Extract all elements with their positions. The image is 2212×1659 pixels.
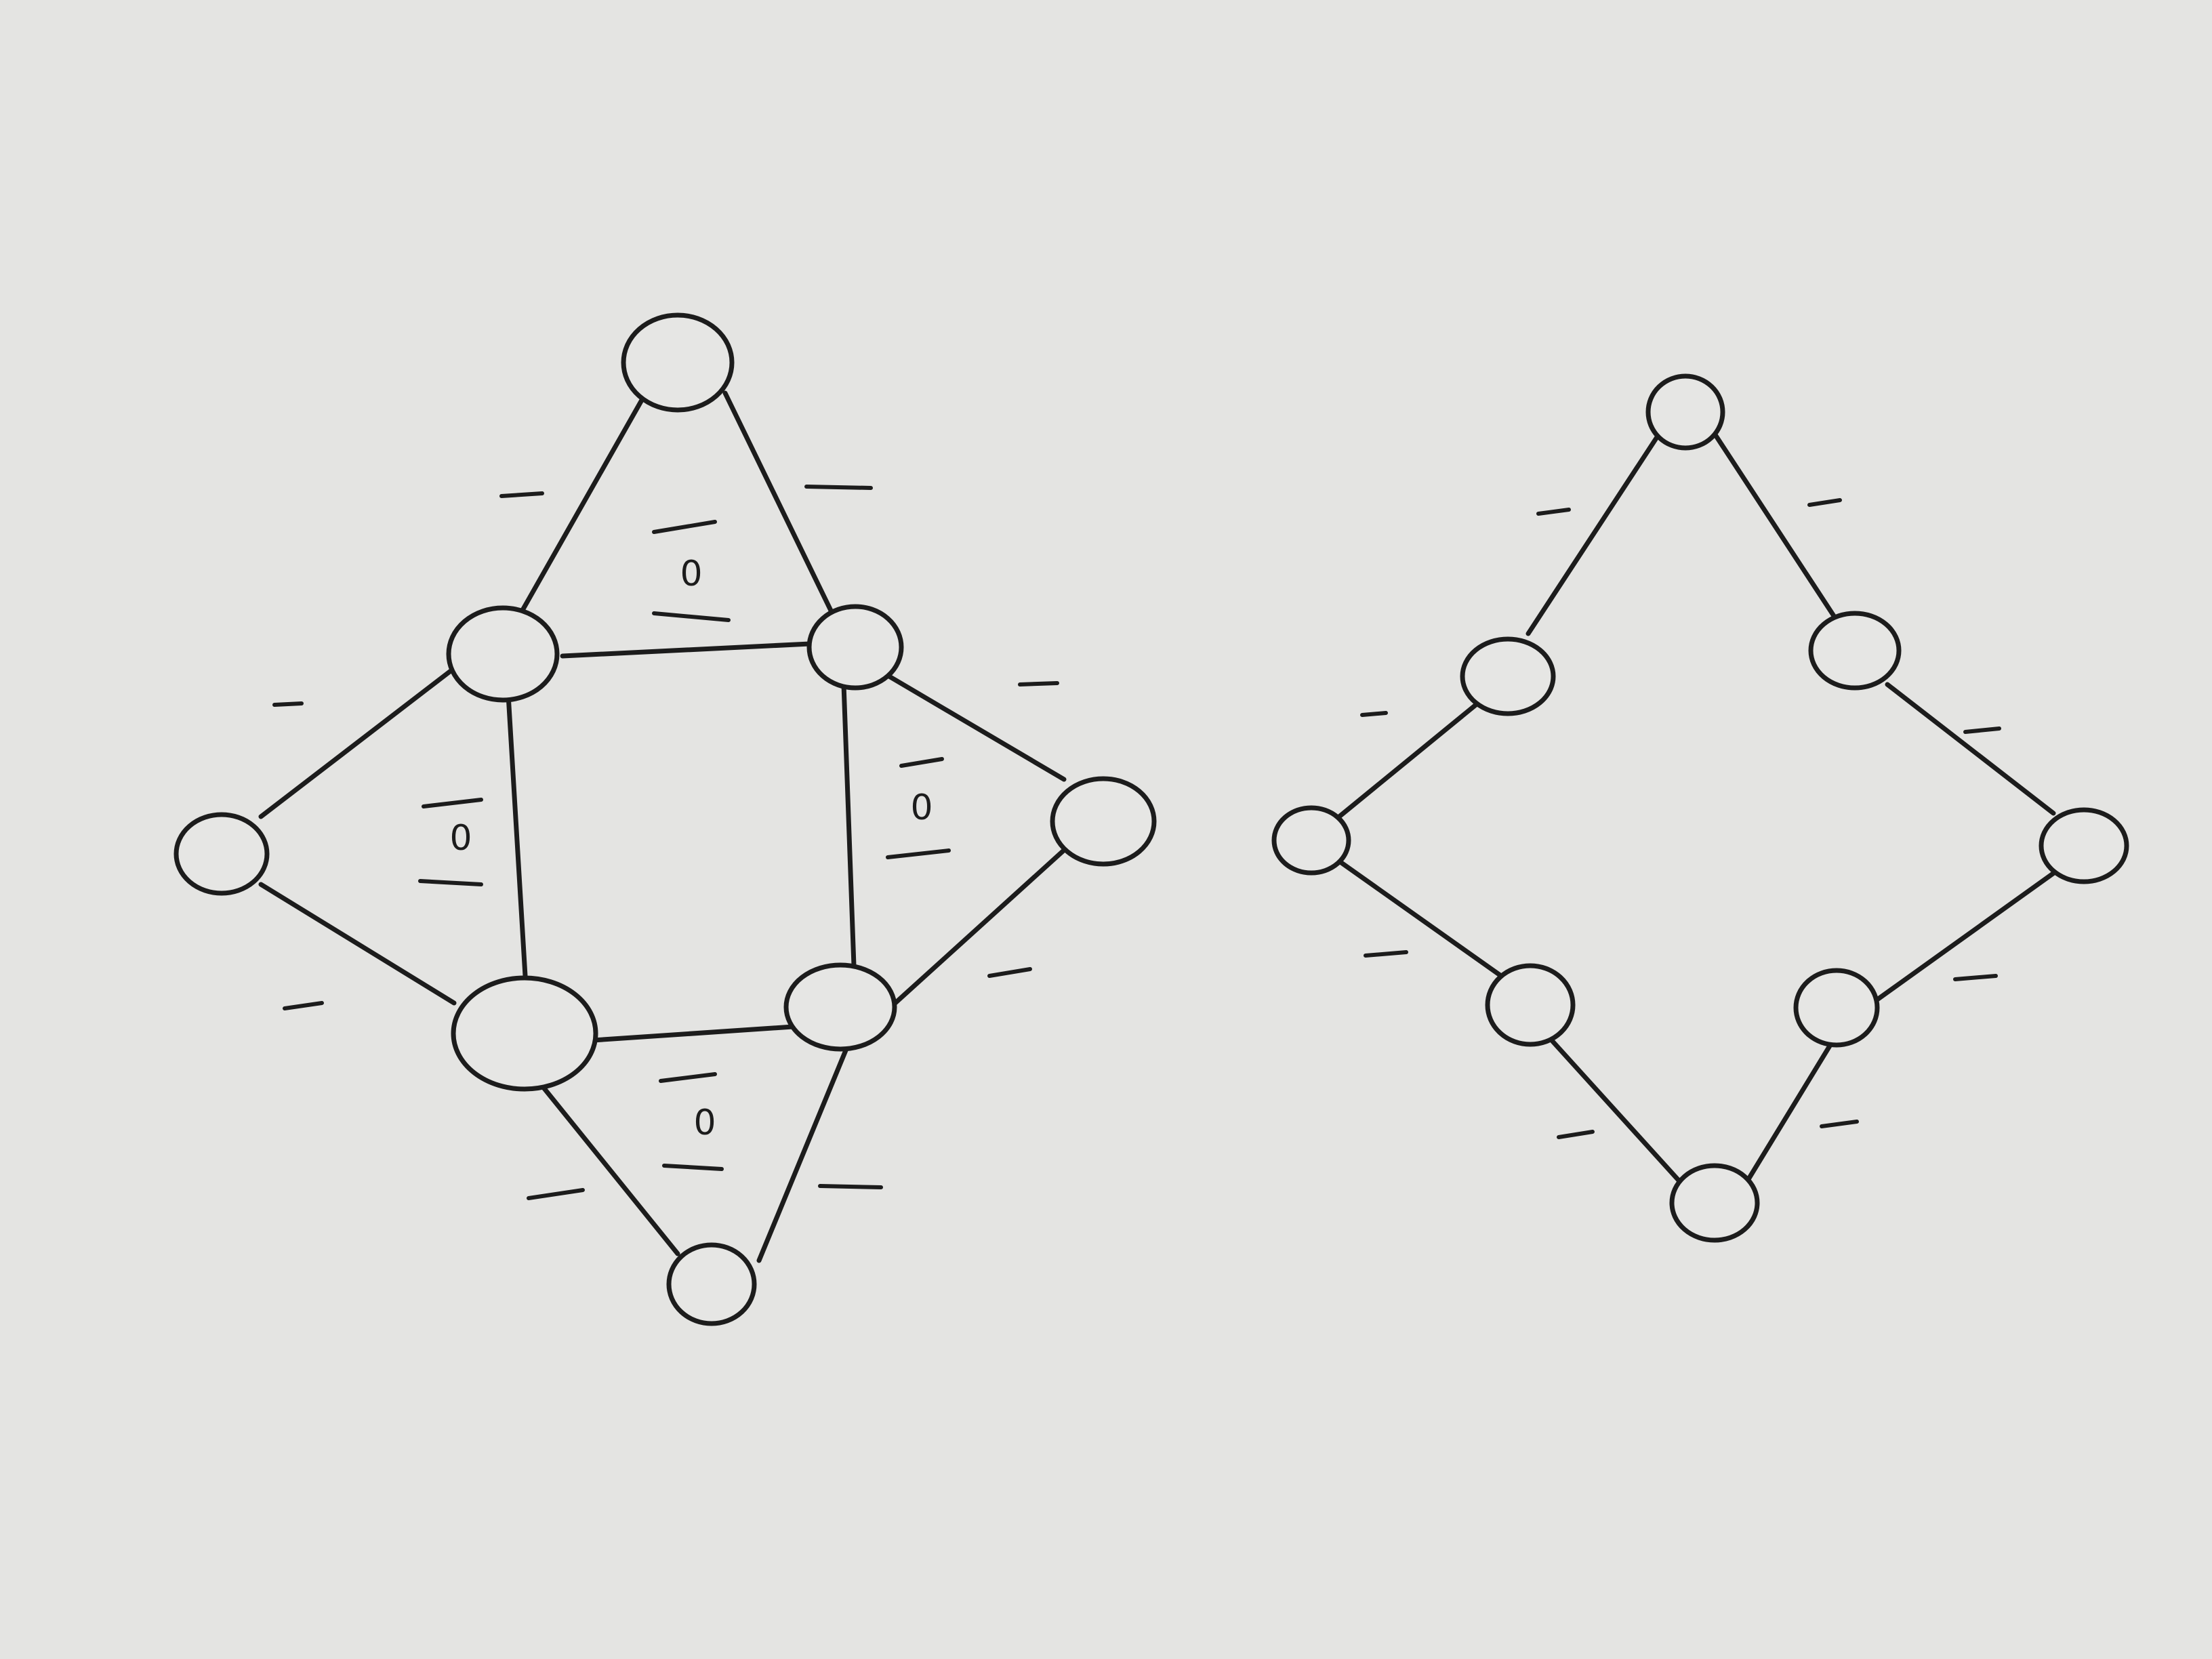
face-label-right-text: 0 [910, 787, 933, 828]
face-label-left-bar-upper [422, 798, 483, 808]
edge-ll-bottom [533, 1075, 680, 1256]
node-r-top [1645, 373, 1725, 451]
face-label-left-text: 0 [449, 818, 472, 859]
left-graph-edges [258, 390, 1070, 1263]
edge-mark [1360, 711, 1388, 717]
face-label-top-bar-upper [652, 520, 717, 534]
edge-mark [1536, 508, 1571, 516]
edge-mark [804, 485, 873, 490]
edge-r-left-ll [1336, 858, 1504, 979]
face-label-bottom-bar-lower [662, 1164, 724, 1171]
face-label-bottom: 0 [659, 1072, 724, 1171]
left-graph-nodes [173, 312, 1157, 1326]
edge-mark [283, 1001, 324, 1010]
edge-r-right-lr [1875, 868, 2060, 1002]
left-graph-face-labels: 0 0 0 0 [418, 520, 951, 1171]
face-label-left-bar-lower [418, 879, 483, 886]
edge-ll-lr [590, 1024, 796, 1043]
edge-mark [272, 701, 304, 707]
node-r-lower-right [1793, 968, 1880, 1048]
face-label-top: 0 [652, 520, 731, 622]
edge-right-lr [885, 844, 1070, 1012]
edge-ul-ll [506, 692, 528, 979]
node-bottom [666, 1242, 757, 1326]
node-left [173, 812, 270, 896]
edge-r-ll-bottom [1546, 1034, 1683, 1185]
right-graph-nodes [1271, 373, 2129, 1243]
edge-r-top-ul [1525, 434, 1660, 636]
node-lower-left [451, 975, 598, 1092]
edge-r-ur-right [1885, 682, 2056, 816]
face-label-right-bar-lower [886, 848, 951, 859]
edge-top-ul [499, 394, 647, 650]
node-r-lower-left [1485, 963, 1576, 1047]
edge-mark [1557, 1130, 1595, 1139]
edge-mark [1018, 681, 1059, 687]
right-graph [1271, 373, 2129, 1243]
face-label-top-text: 0 [680, 554, 702, 594]
edge-r-lr-bottom [1746, 1038, 1836, 1182]
face-label-right: 0 [886, 757, 951, 859]
node-upper-right [806, 604, 904, 691]
edge-ur-lr [841, 682, 857, 968]
left-graph-edge-marks [272, 485, 1059, 1200]
face-label-top-bar-lower [652, 611, 731, 622]
edge-mark [987, 967, 1032, 978]
node-upper-left [446, 605, 560, 703]
edge-lr-bottom [756, 1044, 850, 1263]
edge-mark [527, 1188, 585, 1200]
edge-r-top-ur [1712, 431, 1839, 623]
edge-ul-left [258, 668, 453, 819]
edge-mark [499, 491, 544, 498]
node-r-right [2039, 807, 2129, 884]
edge-r-ul-left [1332, 695, 1487, 823]
edge-ur-right [872, 665, 1067, 782]
right-graph-edges [1332, 431, 2060, 1185]
edge-mark [1807, 498, 1842, 507]
node-right [1050, 776, 1157, 867]
node-r-bottom [1669, 1163, 1760, 1243]
node-r-upper-left [1460, 636, 1556, 716]
right-graph-edge-marks [1360, 498, 2001, 1139]
node-r-upper-right [1808, 611, 1902, 691]
edge-top-ur [722, 390, 846, 640]
left-graph: 0 0 0 0 [173, 312, 1157, 1326]
edge-mark [1963, 726, 2001, 734]
edge-mark [1820, 1120, 1859, 1128]
node-top [621, 312, 735, 413]
face-label-right-bar-upper [899, 757, 944, 768]
node-lower-right [783, 962, 897, 1052]
edge-mark [1364, 950, 1408, 958]
face-label-left: 0 [418, 798, 483, 886]
edge-ul-ur [560, 641, 813, 659]
edge-left-ll [258, 882, 457, 1006]
edge-mark [1953, 974, 1998, 981]
node-r-left [1271, 805, 1351, 876]
face-label-bottom-bar-upper [659, 1072, 717, 1083]
face-label-bottom-text: 0 [693, 1103, 716, 1143]
edge-mark [818, 1184, 883, 1189]
